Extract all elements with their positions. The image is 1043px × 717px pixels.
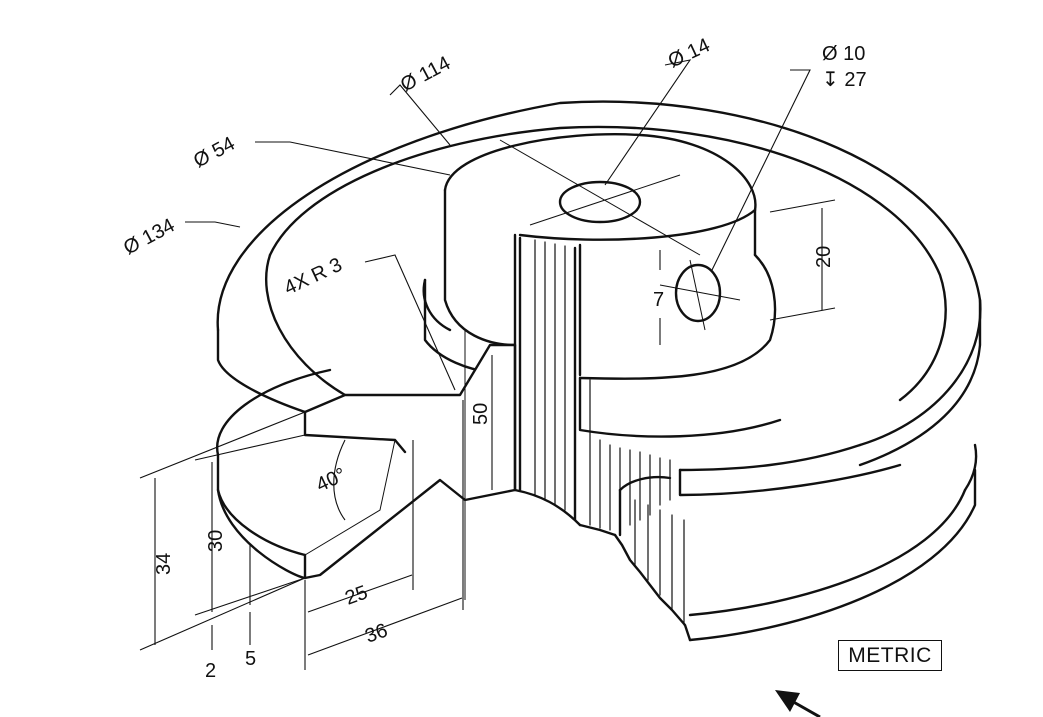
- upper-flange: [216, 100, 982, 497]
- top-bore: [558, 180, 642, 224]
- dim-depth-27: ↧ 27: [822, 69, 867, 91]
- dim-dia-14: Ø 14: [665, 34, 714, 72]
- dim-height-20: 20: [813, 246, 835, 268]
- center-lines: [464, 139, 741, 600]
- lower-flange: [215, 368, 978, 642]
- dim-height-30: 30: [205, 530, 227, 552]
- dim-dia-114: Ø 114: [397, 52, 454, 96]
- dim-thick-5: 5: [245, 648, 256, 670]
- dim-height-50: 50: [470, 403, 492, 425]
- dim-width-36: 36: [362, 619, 390, 647]
- dim-dia-134: Ø 134: [120, 214, 178, 259]
- leaders: [185, 59, 811, 391]
- dim-thick-2: 2: [205, 660, 216, 682]
- dim-height-34: 34: [153, 553, 175, 575]
- cross-hole: [674, 263, 722, 323]
- dim-offset-7: 7: [653, 289, 664, 311]
- hub: [422, 133, 782, 438]
- dim-dia-10: Ø 10: [822, 43, 865, 65]
- dim-dia-54: Ø 54: [190, 133, 239, 173]
- section-cut: [303, 233, 582, 580]
- dim-width-25: 25: [342, 581, 370, 609]
- lower-flange-cut: [613, 476, 692, 642]
- dim-angle-40: 40°: [313, 464, 350, 497]
- view-arrow: [775, 690, 821, 717]
- dim-fillets: 4X R 3: [281, 254, 346, 300]
- units-label: METRIC: [838, 640, 942, 671]
- bore-wall: [518, 236, 671, 537]
- dimension-lines: [139, 199, 836, 670]
